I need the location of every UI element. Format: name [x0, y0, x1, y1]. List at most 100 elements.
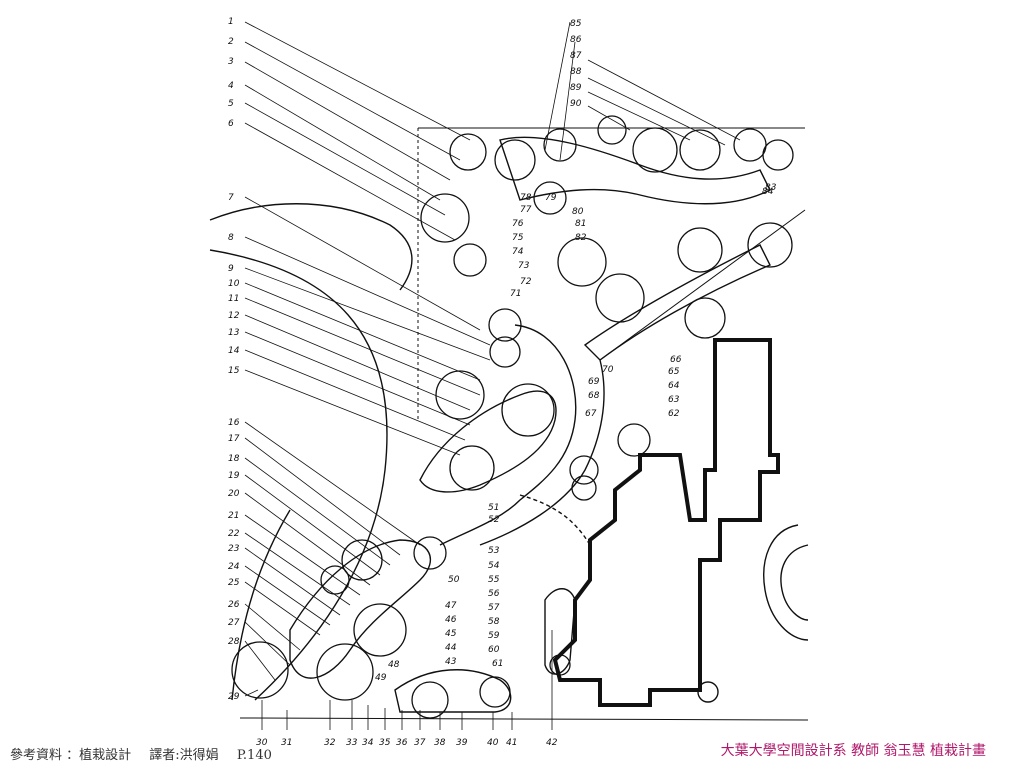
plant-key-number: 27	[228, 618, 240, 628]
leader-line	[244, 102, 446, 216]
tree-symbol	[533, 181, 567, 215]
plant-key-number: 64	[668, 381, 680, 391]
plant-key-number: 52	[488, 515, 500, 525]
leader-line	[244, 581, 321, 636]
tree-symbol	[762, 139, 794, 171]
tree-symbol	[501, 383, 555, 437]
plant-key-number: 53	[488, 546, 500, 556]
plant-key-number: 76	[512, 219, 524, 229]
plant-key-number: 34	[362, 738, 374, 748]
plant-key-number: 23	[228, 544, 240, 554]
plant-key-number: 50	[448, 575, 460, 585]
leader-line	[244, 196, 481, 331]
plant-key-number: 17	[228, 434, 240, 444]
plant-key-number: 59	[488, 631, 500, 641]
plant-key-number: 74	[512, 247, 524, 257]
diagonal-bed	[583, 244, 771, 361]
plant-key-number: 71	[510, 289, 521, 299]
plant-key-number: 22	[228, 529, 240, 539]
tree-symbol	[489, 336, 521, 368]
author-credit: 大葉大學空間設計系 教師 翁玉慧 植栽計畫	[720, 743, 986, 759]
drive-circle	[697, 681, 719, 703]
leader-line	[244, 314, 471, 411]
tree-symbol	[677, 227, 723, 273]
reference-page: P.140	[236, 748, 272, 763]
leader-line	[244, 236, 491, 346]
plant-key-number: 9	[228, 264, 234, 274]
plant-key-number: 58	[488, 617, 500, 627]
lawn-edge-curve-3	[231, 509, 291, 701]
plant-key-number: 85	[570, 19, 582, 29]
plant-key-number: 80	[572, 207, 584, 217]
plant-key-number: 63	[668, 395, 680, 405]
plant-key-number: 18	[228, 454, 240, 464]
plant-key-number: 45	[445, 629, 457, 639]
plant-key-number: 12	[228, 311, 240, 321]
tree-symbol	[684, 297, 726, 339]
top-bed	[499, 136, 771, 205]
plant-key-number: 41	[506, 738, 517, 748]
tree-symbol	[231, 641, 289, 699]
plant-key-number: 46	[445, 615, 457, 625]
plant-key-number: 29	[228, 692, 240, 702]
plant-key-number: 81	[575, 219, 586, 229]
leader-line	[244, 421, 421, 546]
leader-line	[244, 621, 291, 666]
plant-key-number: 15	[228, 366, 240, 376]
walkway-connector	[519, 494, 591, 546]
leader-line	[244, 61, 451, 181]
tree-symbol	[341, 539, 383, 581]
plant-key-number: 20	[228, 489, 240, 499]
plant-key-number: 49	[375, 673, 387, 683]
reference-source: 參考資料 ：植栽設計	[10, 748, 132, 763]
plant-key-number: 13	[228, 328, 240, 338]
plant-key-number: 43	[445, 657, 457, 667]
leader-line	[244, 349, 466, 441]
leader-line	[244, 640, 276, 681]
leader-line	[587, 77, 726, 146]
tree-symbol	[488, 308, 522, 342]
tree-symbol	[449, 445, 495, 491]
tree-symbol	[320, 565, 350, 595]
leader-line	[244, 297, 481, 396]
plant-key-number: 40	[487, 738, 499, 748]
plant-key-number: 7	[228, 193, 234, 203]
leader-line	[244, 267, 491, 361]
plant-key-number: 57	[488, 603, 500, 613]
leader-line	[244, 532, 351, 606]
tree-symbol	[557, 237, 607, 287]
plant-key-number: 68	[588, 391, 600, 401]
bottom-bed	[394, 669, 512, 713]
plant-key-number: 55	[488, 575, 500, 585]
leader-line	[587, 59, 741, 141]
tree-symbol	[449, 133, 487, 171]
plant-key-number: 72	[520, 277, 532, 287]
walkway	[439, 324, 577, 546]
plant-key-number: 70	[602, 365, 614, 375]
plant-key-number: 67	[585, 409, 597, 419]
plant-key-number: 31	[281, 738, 292, 748]
plant-key-number: 26	[228, 600, 240, 610]
tree-symbol	[597, 115, 627, 145]
leader-line	[244, 331, 471, 426]
plant-key-number: 87	[570, 51, 582, 61]
lawn-edge-curve	[209, 203, 413, 291]
plant-key-number: 38	[434, 738, 446, 748]
plant-key-number: 79	[545, 193, 557, 203]
tree-symbol	[632, 127, 678, 173]
tree-symbol	[549, 654, 571, 676]
tree-symbol	[316, 643, 374, 701]
site-boundary-bottom	[239, 717, 809, 721]
leader-line	[244, 603, 301, 651]
lawn-edge-curve-2	[209, 249, 388, 701]
leader-line	[244, 492, 371, 586]
plant-key-number: 39	[456, 738, 468, 748]
plant-key-number: 2	[228, 37, 234, 47]
plant-key-number: 35	[379, 738, 391, 748]
leader-line	[244, 122, 456, 241]
tree-symbol	[543, 128, 577, 162]
center-bed	[419, 390, 557, 493]
tree-symbol	[747, 222, 793, 268]
plant-key-number: 44	[445, 643, 457, 653]
